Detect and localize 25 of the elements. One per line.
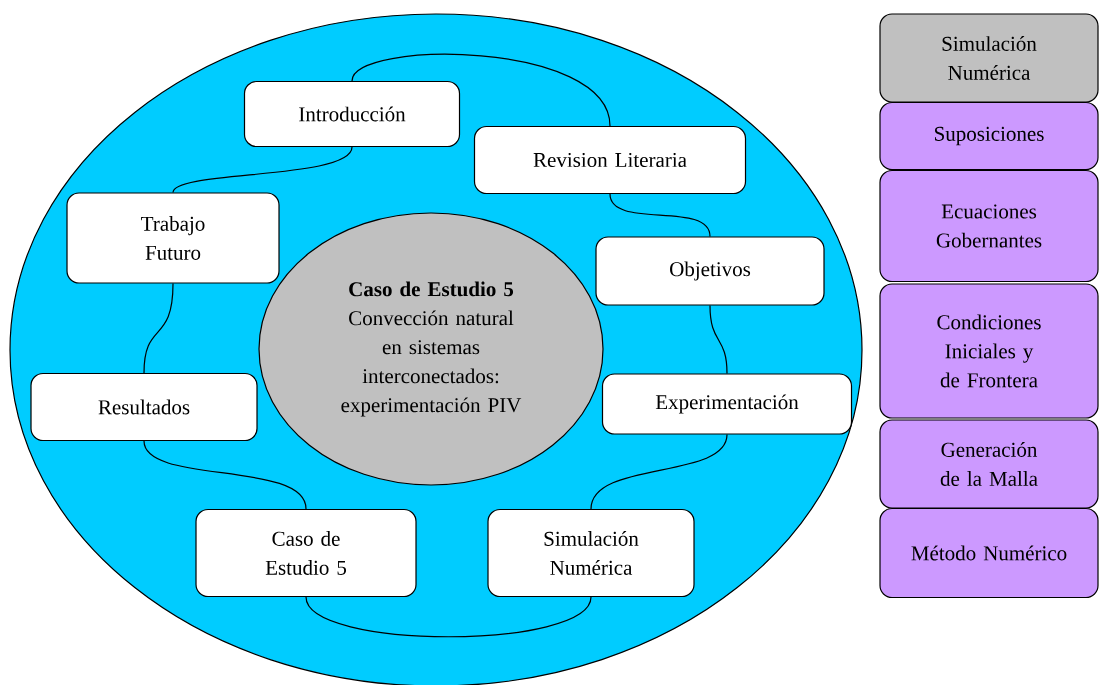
connector-line	[143, 440, 307, 510]
process-box: Revision Literaria	[473, 125, 747, 195]
node-label: Método Numérico	[911, 545, 1067, 561]
stack-box: Método Numérico	[879, 507, 1099, 599]
process-box: Experimentación	[601, 373, 853, 435]
stack-box: Simulación Numérica	[879, 13, 1099, 103]
connector-line	[590, 434, 728, 510]
connector-line	[143, 283, 174, 374]
connector-line	[609, 193, 711, 237]
connector-line	[172, 146, 353, 193]
stack-box: Condiciones Iniciales y de Frontera	[879, 283, 1099, 419]
node-label: Ecuaciones Gobernantes	[936, 204, 1042, 248]
stack-box: Ecuaciones Gobernantes	[879, 169, 1099, 283]
process-box: Simulación Numérica	[487, 508, 695, 598]
process-box: Trabajo Futuro	[66, 192, 280, 284]
connector-line	[709, 305, 728, 374]
node-label: Suposiciones	[935, 126, 1044, 146]
connector-line	[305, 596, 592, 638]
process-box: Resultados	[30, 372, 258, 442]
process-box: Introducción	[243, 80, 461, 148]
stack-box: Generación de la Malla	[879, 419, 1099, 509]
process-box: Caso de Estudio 5	[195, 508, 417, 598]
stack-box: Suposiciones	[879, 101, 1099, 171]
process-box: Objetivos	[595, 236, 825, 306]
connector-line	[351, 53, 611, 127]
